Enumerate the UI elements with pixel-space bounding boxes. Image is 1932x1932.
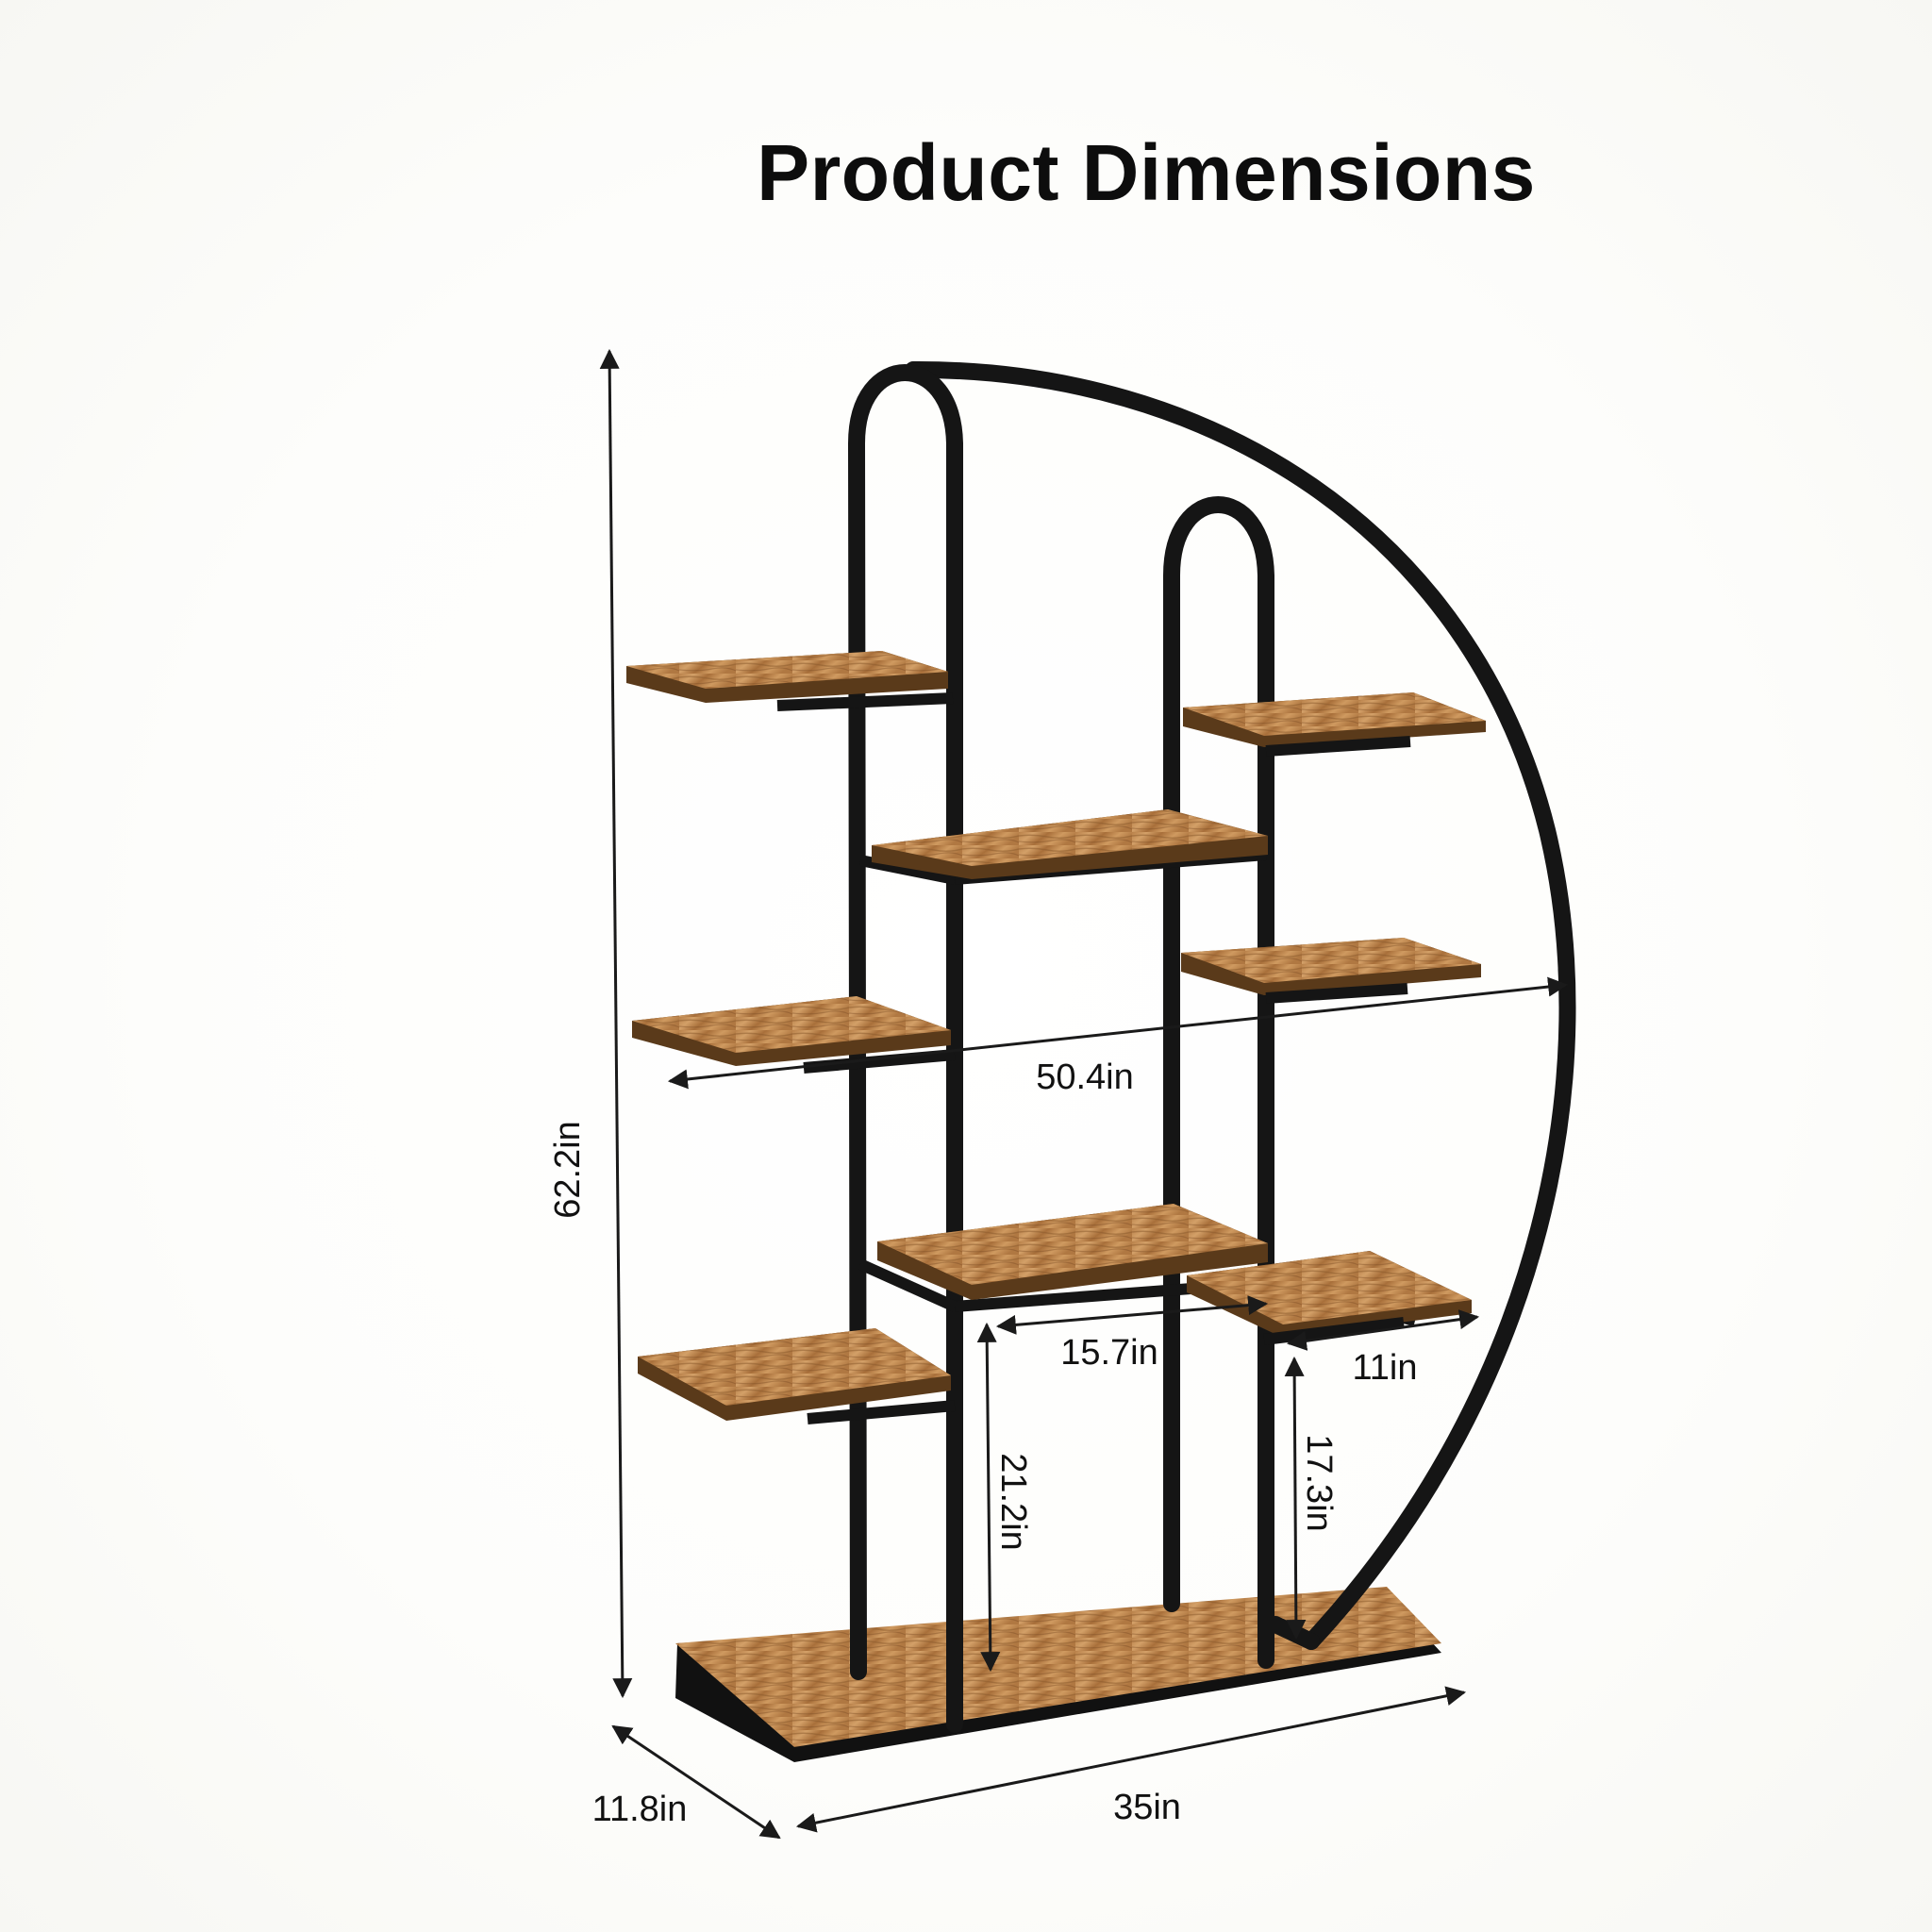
page-title: Product Dimensions (757, 128, 1536, 217)
shelf-lower-left (638, 1328, 956, 1424)
inner-width-dimension-line (995, 1295, 1269, 1335)
left-clearance-label: 21.2in (993, 1453, 1033, 1551)
shelf-mid-left (632, 996, 956, 1074)
shelf-top-left (626, 651, 954, 711)
side-width-label: 11in (1352, 1348, 1417, 1388)
right-clearance-label: 17.3in (1299, 1434, 1339, 1532)
height-label: 62.2in (548, 1121, 588, 1219)
length-dimension-line (795, 1686, 1467, 1833)
side-width-dimension-line (1286, 1309, 1480, 1351)
shelf-mid-right (1181, 938, 1481, 1004)
left-clearance-dimension-line (976, 1322, 1001, 1673)
length-label: 35in (1113, 1788, 1181, 1827)
width-label: 50.4in (1036, 1058, 1134, 1097)
right-clearance-dimension-line (1284, 1356, 1307, 1641)
shelf-middle-center (872, 809, 1268, 879)
depth-dimension-line (611, 1724, 781, 1840)
shelf-top-right (1183, 692, 1486, 757)
half-circle-arc (905, 360, 1576, 1650)
dimension-lines (599, 348, 1569, 1840)
shelves (626, 651, 1486, 1424)
shelf-lower-center (877, 1204, 1268, 1300)
short-right-arch (1163, 496, 1274, 1669)
width-dimension-line (667, 976, 1569, 1090)
depth-label: 11.8in (592, 1790, 688, 1829)
inner-width-label: 15.7in (1060, 1333, 1158, 1373)
tall-left-arch (847, 364, 963, 1733)
height-dimension-line (599, 348, 633, 1699)
